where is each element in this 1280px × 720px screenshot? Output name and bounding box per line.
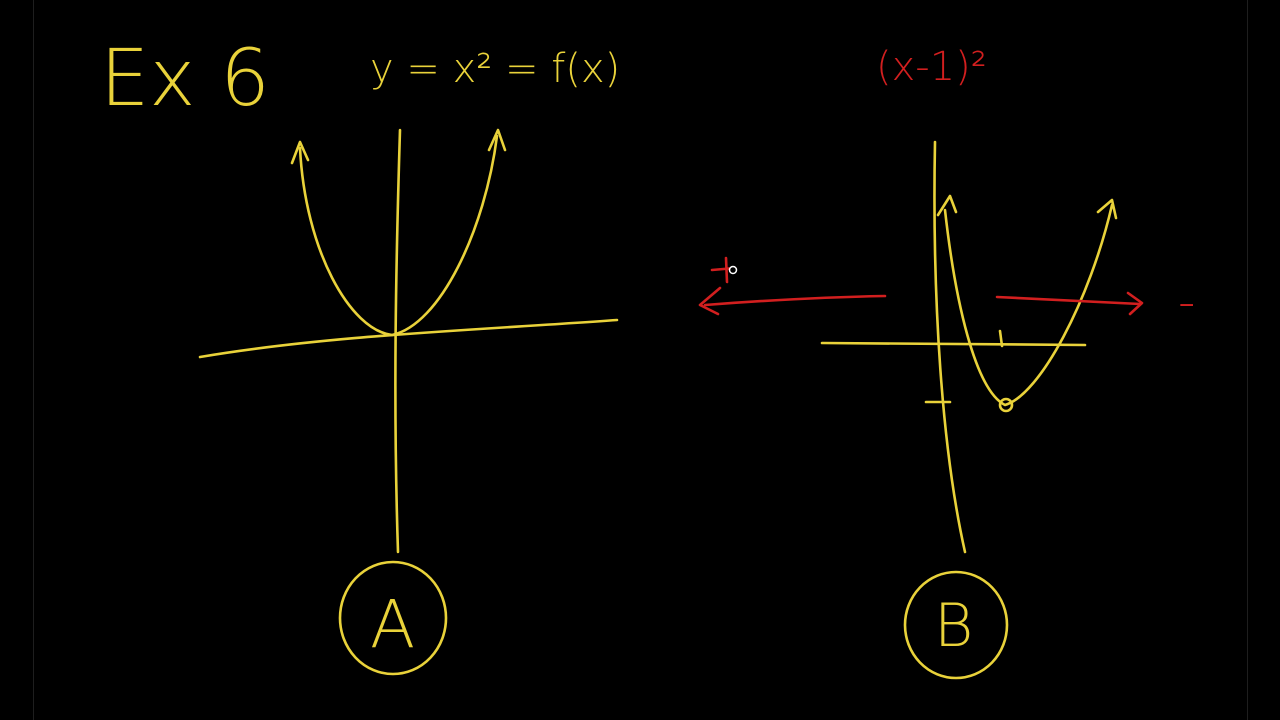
pen-cursor-icon xyxy=(728,265,738,275)
red-left-arrowhead xyxy=(698,286,722,316)
example-label: Ex 6 xyxy=(100,34,270,124)
graph-a-left-arrowhead xyxy=(290,140,310,165)
shift-arrows: - xyxy=(698,256,1195,330)
graph-a-x-axis xyxy=(198,318,619,359)
graph-a-parabola xyxy=(298,134,499,337)
graph-b-tick-x1 xyxy=(998,329,1004,348)
right-frame-edge xyxy=(1247,0,1248,720)
red-right-arrow xyxy=(995,295,1142,306)
graph-b-label: B xyxy=(934,591,973,661)
graph-a-circle: A xyxy=(338,560,448,676)
red-right-arrowhead xyxy=(1126,291,1144,316)
graph-b-parabola xyxy=(943,203,1114,407)
graph-b-vertex-dot xyxy=(998,397,1014,413)
graph-b-y-axis xyxy=(933,140,967,554)
graph-b xyxy=(820,140,1118,554)
graph-b-right-arrowhead xyxy=(1096,198,1118,220)
left-frame-edge xyxy=(33,0,34,720)
graph-b-x-axis xyxy=(820,341,1087,347)
graph-a xyxy=(198,128,619,554)
function-label: y = x² = f(x) xyxy=(370,46,620,92)
red-left-arrow xyxy=(703,294,887,307)
negative-sign: - xyxy=(1178,274,1195,330)
graph-a-label: A xyxy=(370,586,415,663)
graph-b-left-arrowhead xyxy=(936,194,958,217)
graph-b-circle: B xyxy=(903,570,1009,680)
shift-label: (x-1)² xyxy=(876,44,987,90)
graph-a-y-axis xyxy=(394,128,402,554)
graph-a-right-arrowhead xyxy=(487,128,507,152)
